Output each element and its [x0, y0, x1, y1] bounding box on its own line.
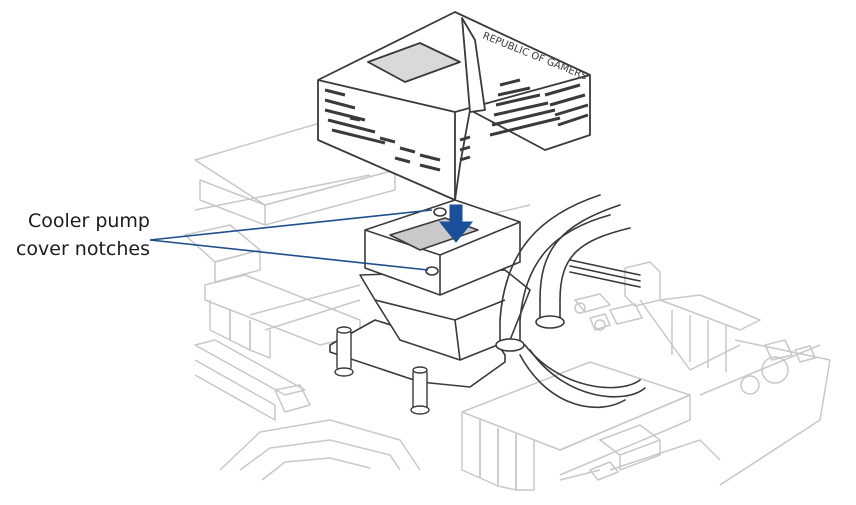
pump-cover [317, 11, 591, 201]
cover-vents [324, 78, 589, 172]
mounting-screws [334, 326, 430, 415]
liquid-tubes [495, 194, 646, 409]
notch-bottom [425, 266, 439, 276]
cooler-pump [329, 199, 531, 388]
callout-label-line1: Cooler pump [27, 210, 150, 232]
motherboard-outline [184, 119, 831, 491]
down-arrow-icon [438, 204, 474, 243]
callout-leader-lines [149, 209, 433, 271]
callout-label-line2: cover notches [15, 238, 150, 260]
notch-top [433, 207, 447, 217]
